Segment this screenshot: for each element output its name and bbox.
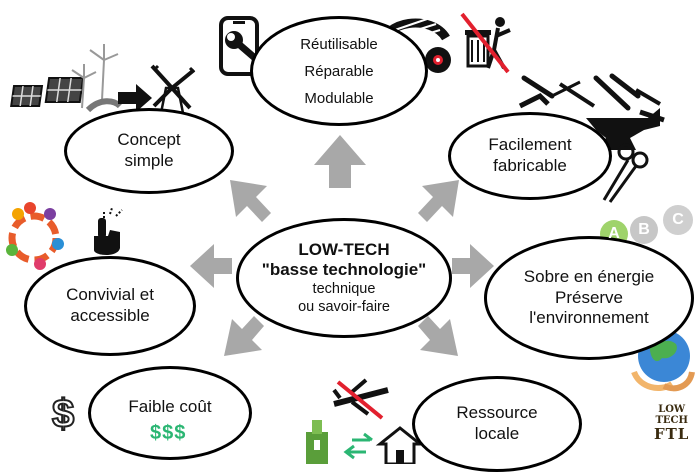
hand-pointer-icon <box>94 207 123 255</box>
community-icon <box>6 202 64 270</box>
node-reusable: Réutilisable Réparable Modulable <box>250 16 428 126</box>
energy-grade-a: A <box>608 225 620 242</box>
arrow-down-left <box>224 316 264 356</box>
node-convivial: Convivial et accessible <box>24 256 196 356</box>
low-tech-logo: LOW TECH FTL <box>654 404 689 443</box>
solar-wind-icon <box>10 44 123 113</box>
logo-line-3: FTL <box>654 425 690 443</box>
energy-grade-c: C <box>672 211 684 228</box>
center-line-1: technique <box>312 281 376 298</box>
arrow-left <box>190 244 232 288</box>
node-ressource: Ressource locale <box>412 376 582 472</box>
center-line-2: ou savoir-faire <box>298 298 390 315</box>
anvil-icon <box>586 108 660 150</box>
node-concept-line-1: Concept <box>117 130 181 150</box>
node-reusable-line-1: Réutilisable <box>300 35 378 53</box>
node-fabricable: Facilement fabricable <box>448 112 612 200</box>
no-plane-icon <box>332 378 389 420</box>
node-fabricable-line-2: fabricable <box>493 156 567 175</box>
node-cout-line-1: Faible coût <box>128 397 212 416</box>
money-icon: $$$ <box>150 422 187 444</box>
node-concept: Concept simple <box>64 108 234 194</box>
node-convivial-line-2: accessible <box>70 306 150 325</box>
center-title: LOW-TECH <box>298 239 390 259</box>
energy-grade-b: B <box>638 221 650 238</box>
node-sobre-line-2: Préserve <box>554 287 624 307</box>
node-sobre-line-1: Sobre en énergie <box>523 266 655 286</box>
no-trash-icon <box>460 12 511 74</box>
node-center-low-tech: LOW-TECH "basse technologie" technique o… <box>236 218 452 338</box>
node-convivial-line-1: Convivial et <box>66 285 154 305</box>
node-concept-line-2: simple <box>124 151 174 170</box>
node-fabricable-line-1: Facilement <box>488 135 572 155</box>
dollar-icon: $ <box>51 391 75 437</box>
node-sobre: Sobre en énergie Préserve l'environnemen… <box>484 236 694 360</box>
logo-line-2: TECH <box>655 415 688 426</box>
node-sobre-line-3: l'environnement <box>529 308 649 328</box>
logo-line-1: LOW <box>658 404 686 415</box>
tools-icon <box>518 73 665 123</box>
node-reusable-line-2: Réparable <box>304 62 374 80</box>
phone-wrench-icon <box>219 16 286 86</box>
arrow-up-right <box>418 180 459 222</box>
arrow-up-left <box>230 180 271 222</box>
scissors-icon <box>602 143 649 203</box>
arrow-down-right <box>418 316 458 356</box>
node-reusable-line-3: Modulable <box>304 89 374 107</box>
node-ressource-line-2: locale <box>474 424 520 443</box>
center-subtitle: "basse technologie" <box>261 260 427 280</box>
arrow-up <box>314 135 366 188</box>
node-cout: Faible coût <box>88 366 252 460</box>
local-resource-icon <box>306 420 425 464</box>
arrow-right <box>452 244 494 288</box>
node-ressource-line-1: Ressource <box>456 403 538 423</box>
